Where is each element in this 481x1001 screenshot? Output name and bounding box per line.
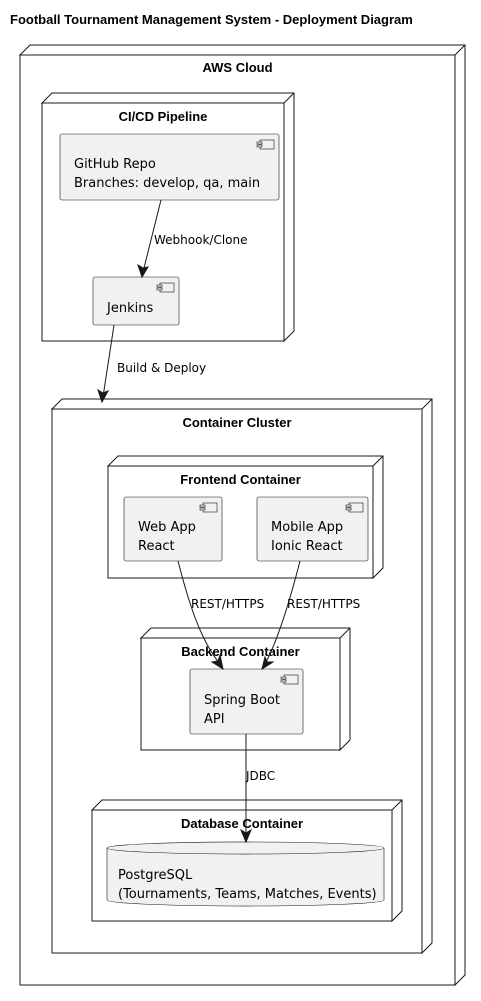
mobile-app-name: Mobile App (271, 520, 343, 535)
database-container-label: Database Container (181, 816, 303, 831)
edge-webapp-backend: REST/HTTPS (177, 560, 264, 671)
jenkins-label: Jenkins (106, 301, 153, 316)
mobile-app-tech: Ionic React (271, 539, 343, 554)
mobile-app-component: Mobile App Ionic React (256, 496, 369, 562)
component-icon (156, 282, 175, 293)
web-app-component: Web App React (123, 496, 223, 562)
backend-container-label: Backend Container (181, 644, 299, 659)
edge-label-rest-https-mobile: REST/HTTPS (287, 597, 360, 611)
spring-boot-api: API (204, 712, 225, 727)
web-app-tech: React (138, 539, 175, 554)
edge-github-jenkins: Webhook/Clone (137, 199, 248, 279)
frontend-container-label: Frontend Container (180, 472, 301, 487)
github-repo-branches: Branches: develop, qa, main (74, 176, 260, 191)
spring-boot-name: Spring Boot (204, 693, 280, 708)
web-app-name: Web App (138, 520, 196, 535)
backend-container-node: Backend Container (139, 627, 351, 752)
edge-label-jdbc: JDBC (245, 769, 275, 783)
postgresql-database: PostgreSQL (Tournaments, Teams, Matches,… (106, 841, 385, 907)
diagram-title: Football Tournament Management System - … (10, 12, 413, 27)
edge-jenkins-cluster: Build & Deploy (97, 324, 206, 404)
edge-backend-db: JDBC (239, 734, 275, 844)
aws-cloud-label: AWS Cloud (202, 60, 272, 75)
edge-mobile-backend: REST/HTTPS (261, 560, 360, 671)
component-icon (256, 139, 275, 150)
edge-label-rest-https-web: REST/HTTPS (191, 597, 264, 611)
component-icon (280, 674, 299, 685)
postgresql-name: PostgreSQL (118, 868, 193, 883)
component-icon (199, 502, 218, 513)
component-icon (345, 502, 364, 513)
spring-boot-component: Spring Boot API (189, 668, 304, 735)
postgresql-tables: (Tournaments, Teams, Matches, Events) (118, 887, 377, 902)
cicd-pipeline-label: CI/CD Pipeline (119, 109, 208, 124)
container-cluster-label: Container Cluster (182, 415, 291, 430)
jenkins-component: Jenkins (92, 276, 180, 326)
edge-label-build-deploy: Build & Deploy (117, 361, 206, 375)
github-repo-component: GitHub Repo Branches: develop, qa, main (59, 133, 280, 201)
github-repo-name: GitHub Repo (74, 157, 156, 172)
edge-label-webhook-clone: Webhook/Clone (154, 233, 248, 247)
